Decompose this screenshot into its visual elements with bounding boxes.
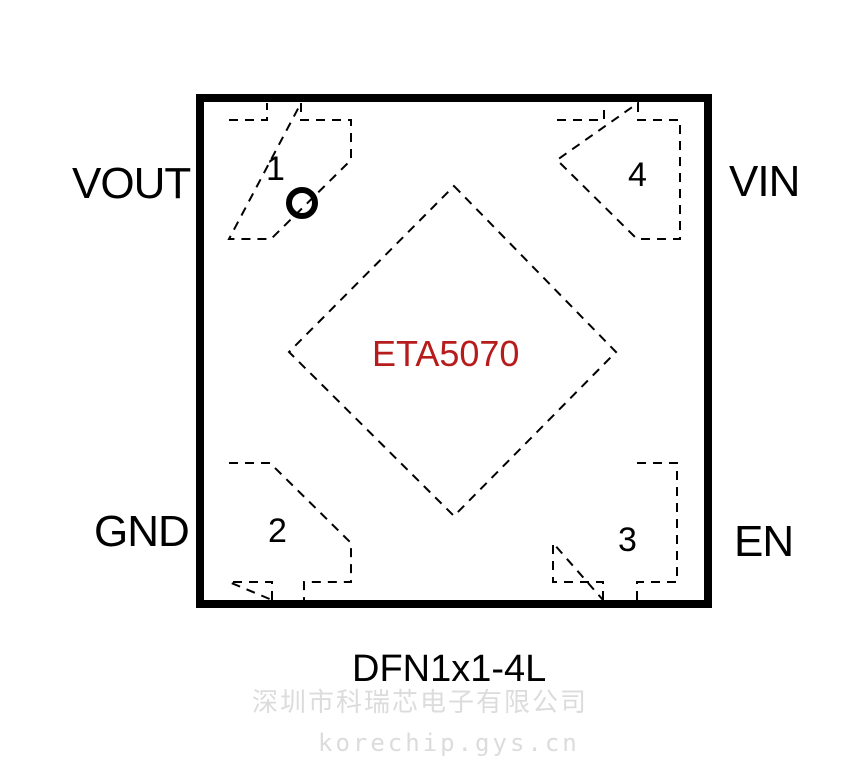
pin1-marker-icon [286, 187, 318, 219]
pad-3-outline [552, 462, 678, 603]
package-name: DFN1x1-4L [352, 648, 547, 690]
pin-number-4: 4 [628, 156, 647, 194]
pad-4-outline [555, 101, 681, 240]
pin-number-3: 3 [618, 521, 637, 559]
watermark-url: korechip.gys.cn [318, 729, 580, 757]
pin-label-vout: VOUT [72, 159, 191, 208]
pin-number-2: 2 [268, 512, 287, 550]
center-pad-outline [287, 184, 618, 518]
pin-number-1: 1 [266, 150, 285, 188]
pad-2-outline [228, 462, 352, 602]
chip-name: ETA5070 [372, 333, 520, 374]
package-outline [196, 94, 712, 608]
pin-label-en: EN [734, 517, 794, 566]
pin-label-gnd: GND [94, 507, 190, 556]
pad-1-outline [227, 102, 352, 240]
pin-label-vin: VIN [729, 157, 800, 206]
watermark-company: 深圳市科瑞芯电子有限公司 [252, 688, 589, 718]
